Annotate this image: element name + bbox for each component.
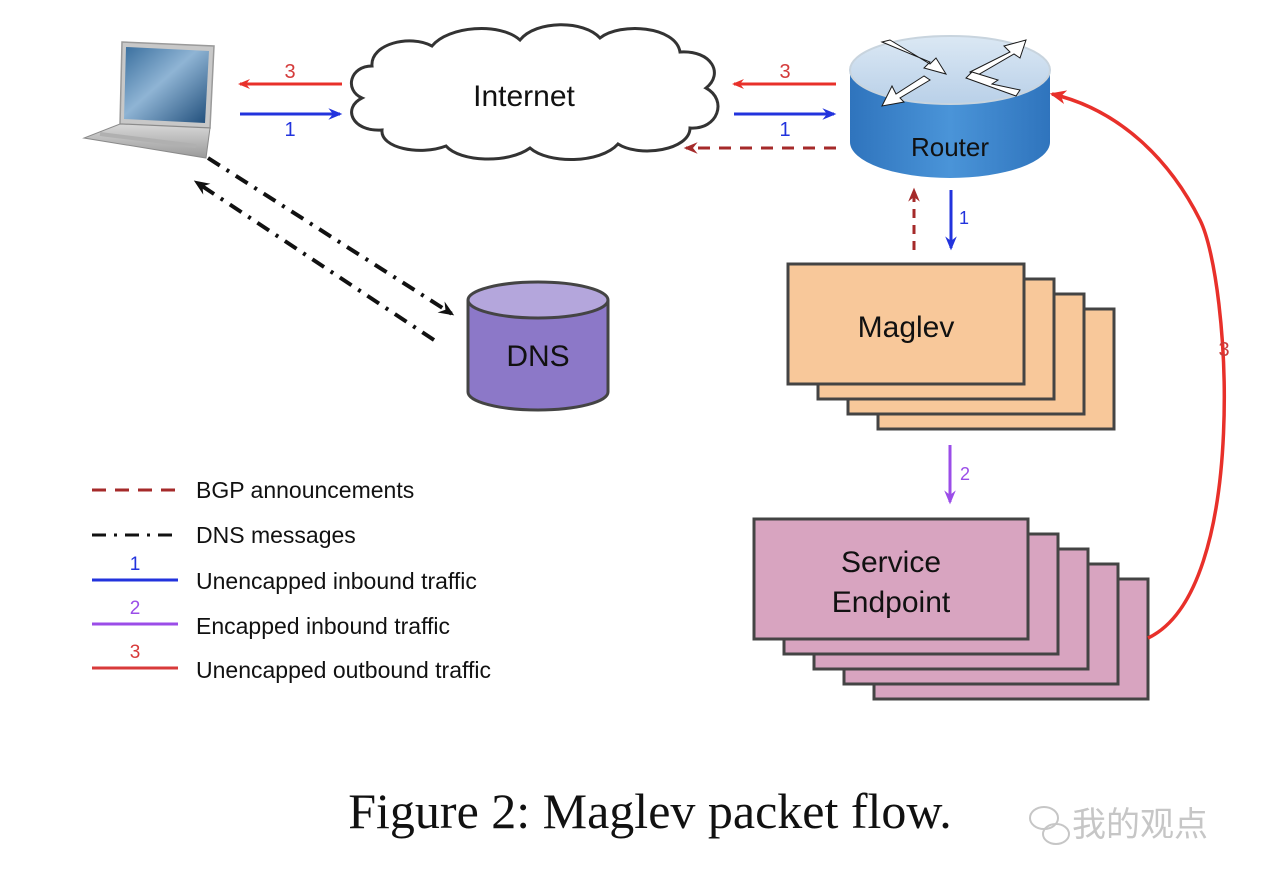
- edge-label: 1: [779, 119, 790, 141]
- laptop-icon: [82, 41, 215, 159]
- legend-number: 1: [130, 554, 141, 575]
- arrow-outbound-to-router: [1049, 90, 1227, 640]
- service-endpoint-stack: Service Endpoint: [752, 517, 1150, 701]
- legend-label: Encapped inbound traffic: [196, 613, 450, 639]
- chat-bubble-icon: [1029, 806, 1070, 845]
- legend: BGP announcements DNS messages 1 Unencap…: [92, 477, 491, 683]
- service-label-line2: Endpoint: [832, 586, 951, 619]
- edge-label: 3: [1218, 339, 1229, 361]
- legend-item-unencapped-inbound: 1 Unencapped inbound traffic: [92, 554, 477, 594]
- maglev-stack: Maglev: [786, 262, 1116, 431]
- internet-label: Internet: [473, 80, 575, 113]
- figure-caption: Figure 2: Maglev packet flow.: [348, 783, 952, 839]
- legend-label: BGP announcements: [196, 477, 414, 503]
- maglev-label: Maglev: [858, 311, 955, 344]
- edge-label: 2: [960, 464, 970, 484]
- router-icon: Router: [849, 35, 1051, 178]
- legend-item-encapped-inbound: 2 Encapped inbound traffic: [92, 598, 450, 639]
- dns-database: DNS: [466, 280, 610, 412]
- service-label-line1: Service: [841, 546, 941, 579]
- internet-cloud: Internet: [350, 23, 720, 162]
- edge-label: 3: [779, 61, 790, 83]
- legend-item-dns: DNS messages: [92, 522, 356, 548]
- cloud-icon: [350, 23, 720, 162]
- dns-label: DNS: [506, 340, 569, 373]
- legend-label: Unencapped outbound traffic: [196, 657, 491, 683]
- legend-item-unencapped-outbound: 3 Unencapped outbound traffic: [92, 642, 491, 683]
- legend-item-bgp: BGP announcements: [92, 477, 414, 503]
- router-label: Router: [911, 132, 989, 162]
- edge-label: 1: [959, 208, 969, 228]
- arrow-dns-query: [206, 156, 455, 316]
- legend-label: DNS messages: [196, 522, 356, 548]
- watermark-text: 我的观点: [1072, 806, 1208, 844]
- watermark: 我的观点: [1029, 806, 1208, 845]
- legend-number: 2: [130, 598, 141, 619]
- arrow-dns-response: [193, 180, 436, 342]
- edge-label: 3: [284, 61, 295, 83]
- database-icon: [466, 300, 610, 412]
- edge-label: 1: [284, 119, 295, 141]
- legend-label: Unencapped inbound traffic: [196, 568, 477, 594]
- legend-number: 3: [130, 642, 141, 663]
